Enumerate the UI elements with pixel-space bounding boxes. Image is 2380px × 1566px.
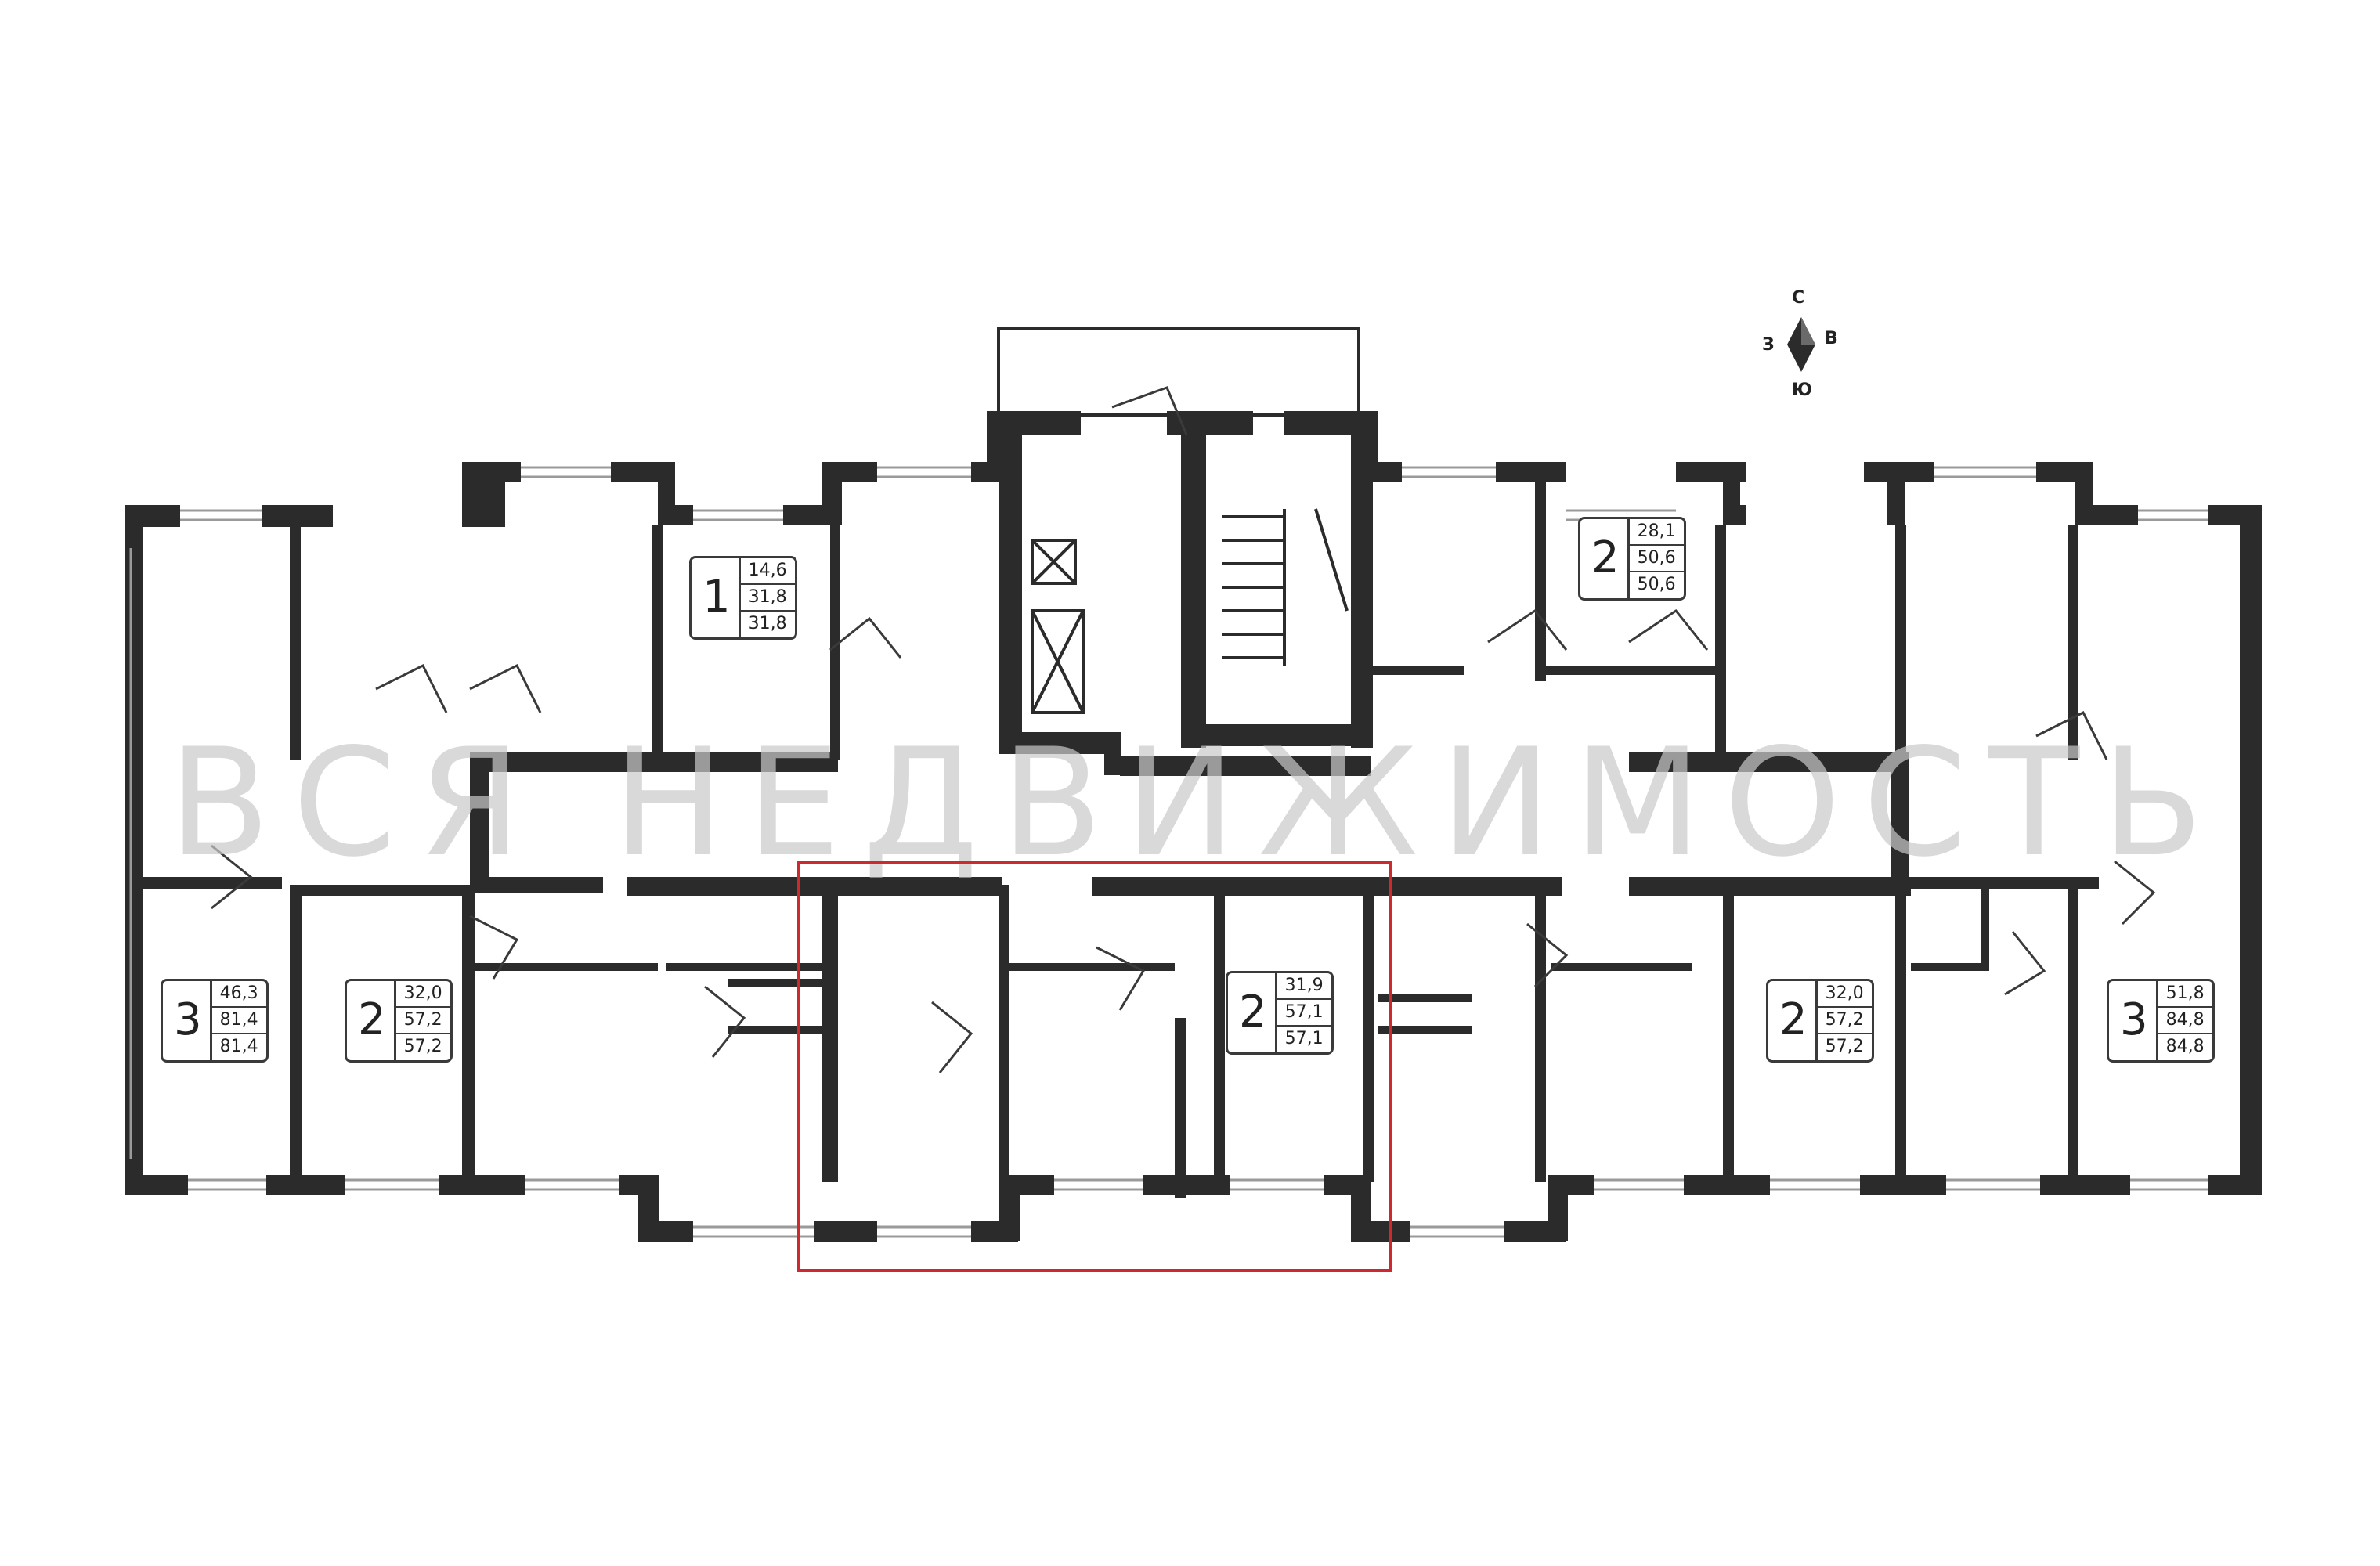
total-area: 57,2 xyxy=(1817,1006,1872,1033)
living-area: 32,0 xyxy=(1825,983,1864,1003)
compass-south: Ю xyxy=(1792,381,1812,400)
total-area: 84,8 xyxy=(2158,1006,2212,1033)
compass-east: В xyxy=(1825,329,1838,348)
rooms-count: 3 xyxy=(174,994,202,1046)
total-area: 50,6 xyxy=(1629,544,1684,571)
total-area: 57,2 xyxy=(395,1006,450,1033)
rooms-count: 2 xyxy=(358,994,386,1046)
stair-tower xyxy=(997,327,1373,754)
living-area: 31,9 xyxy=(1284,976,1324,995)
doors xyxy=(211,386,2156,1073)
apartment-label-5[interactable]: 2 31,9 57,1 57,1 xyxy=(1226,971,1334,1055)
apartment-label-6[interactable]: 2 32,0 57,2 57,2 xyxy=(1766,979,1874,1063)
total-area-2: 81,4 xyxy=(211,1033,266,1059)
compass-arrow-icon xyxy=(1787,317,1815,372)
total-area: 81,4 xyxy=(211,1006,266,1033)
living-area: 46,3 xyxy=(219,983,258,1003)
total-area-2: 57,1 xyxy=(1277,1025,1331,1052)
living-area: 32,0 xyxy=(403,983,442,1003)
rooms-count: 1 xyxy=(702,572,731,623)
compass-north: С xyxy=(1792,288,1805,308)
total-area: 31,8 xyxy=(740,583,795,610)
apartment-label-1[interactable]: 1 14,6 31,8 31,8 xyxy=(689,556,797,640)
rooms-count: 3 xyxy=(2120,994,2148,1046)
living-area: 14,6 xyxy=(748,561,787,580)
total-area-2: 57,2 xyxy=(395,1033,450,1059)
watermark: ВСЯ НЕДВИЖИМОСТЬ xyxy=(168,716,2226,889)
total-area-2: 84,8 xyxy=(2158,1033,2212,1059)
rooms-count: 2 xyxy=(1239,987,1267,1038)
rooms-count: 2 xyxy=(1591,532,1620,584)
apartment-label-2[interactable]: 2 28,1 50,6 50,6 xyxy=(1578,517,1686,601)
windows xyxy=(129,466,2208,1238)
living-area: 51,8 xyxy=(2165,983,2205,1003)
apartment-label-4[interactable]: 2 32,0 57,2 57,2 xyxy=(345,979,453,1063)
total-area: 57,1 xyxy=(1277,998,1331,1025)
selected-apartment-highlight[interactable] xyxy=(797,861,1392,1272)
interior-walls xyxy=(125,478,2099,1198)
living-area: 28,1 xyxy=(1637,521,1676,541)
total-area-2: 57,2 xyxy=(1817,1033,1872,1059)
rooms-count: 2 xyxy=(1779,994,1808,1046)
apartment-label-3[interactable]: 3 46,3 81,4 81,4 xyxy=(161,979,269,1063)
apartment-label-7[interactable]: 3 51,8 84,8 84,8 xyxy=(2107,979,2215,1063)
total-area-2: 50,6 xyxy=(1629,571,1684,597)
total-area-2: 31,8 xyxy=(740,610,795,637)
compass-west: З xyxy=(1762,335,1775,355)
corridor-walls xyxy=(470,732,1911,896)
